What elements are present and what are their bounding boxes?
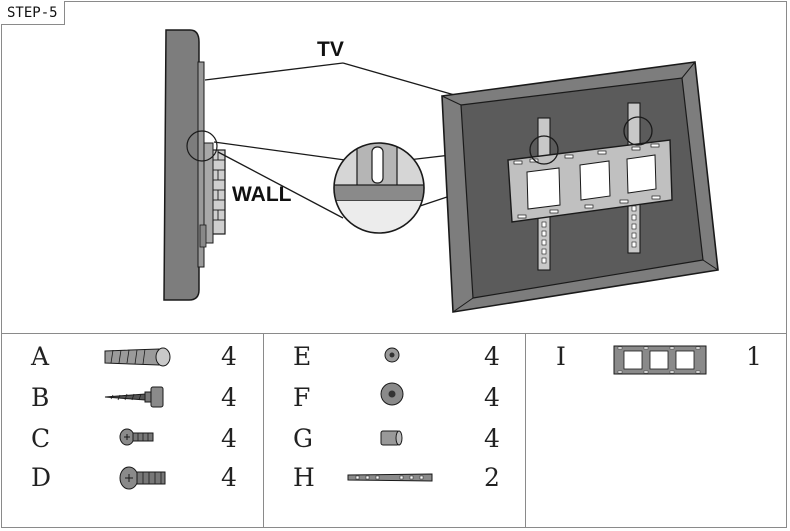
- wall-side-view: [199, 142, 226, 248]
- wall-plate: [507, 139, 673, 223]
- part-letter: H: [293, 463, 315, 492]
- part-letter: F: [293, 383, 311, 412]
- part-qty: 4: [221, 463, 237, 492]
- detail-zoom-circle: [333, 142, 425, 234]
- wall-anchor-icon: [104, 347, 171, 367]
- parts-table: [1, 333, 787, 528]
- wall-label: WALL: [232, 183, 292, 206]
- part-letter: D: [31, 463, 52, 492]
- part-qty: 4: [221, 383, 237, 412]
- part-letter: E: [293, 342, 312, 371]
- small-washer-icon: [384, 347, 400, 363]
- part-letter: C: [31, 424, 51, 453]
- part-qty: 4: [221, 424, 237, 453]
- parts-icons-col1: [104, 347, 171, 490]
- short-screw-icon: [119, 428, 154, 446]
- part-qty: 4: [484, 383, 500, 412]
- step-label: STEP-5: [1, 1, 65, 25]
- table-divider-1: [263, 333, 264, 528]
- part-letter: I: [556, 342, 566, 371]
- part-qty: 4: [484, 342, 500, 371]
- parts-icons-col2: [347, 347, 433, 482]
- part-qty: 4: [484, 424, 500, 453]
- part-letter: G: [293, 424, 313, 453]
- detail-circle-small: [186, 130, 218, 162]
- parts-icons-col3: [613, 345, 707, 375]
- detail-circles-tv: [529, 116, 653, 165]
- part-qty: 2: [484, 463, 500, 492]
- part-qty: 1: [746, 342, 762, 371]
- tv-arm-icon: [347, 473, 433, 482]
- lag-bolt-icon: [104, 386, 164, 408]
- spacer-icon: [380, 430, 403, 446]
- tv-side-view: [163, 29, 205, 301]
- part-letter: B: [31, 383, 50, 412]
- table-divider-2: [525, 333, 526, 528]
- long-screw-icon: [119, 466, 166, 490]
- wall-plate-icon: [613, 345, 707, 375]
- part-qty: 4: [221, 342, 237, 371]
- large-washer-icon: [380, 382, 404, 406]
- installation-diagram: WALL TV: [163, 29, 719, 313]
- tv-label: TV: [317, 38, 344, 61]
- part-letter: A: [31, 342, 50, 371]
